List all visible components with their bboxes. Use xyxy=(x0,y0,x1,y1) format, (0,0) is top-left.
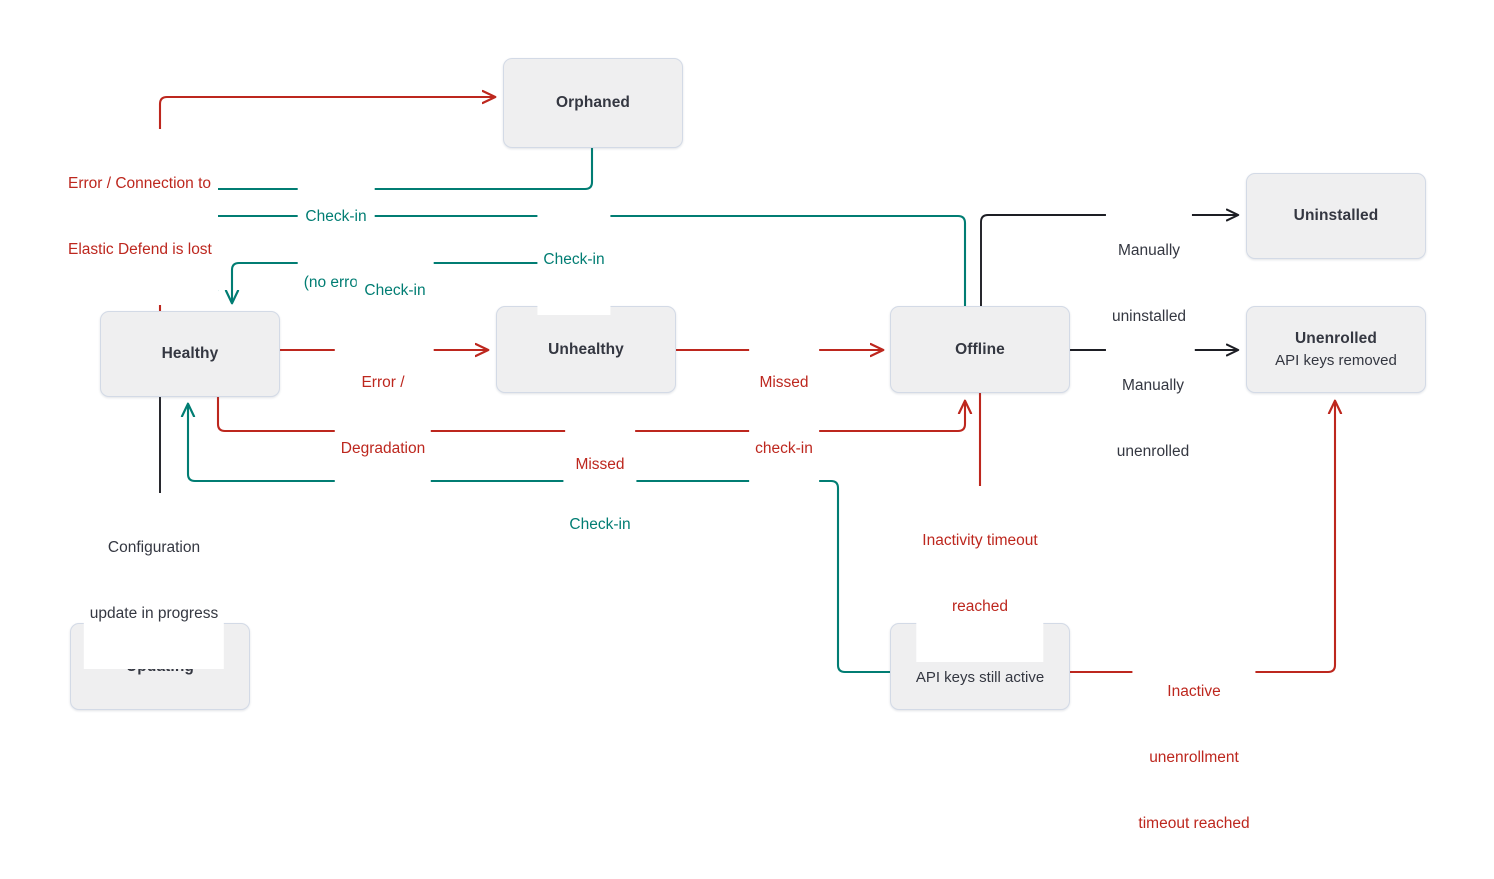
node-unenrolled[interactable]: Unenrolled API keys removed xyxy=(1246,306,1426,393)
edge-label-line-2: uninstalled xyxy=(1111,308,1187,325)
edge-inactive-to-healthy xyxy=(188,404,890,674)
edge-label-line-1: Manually xyxy=(1117,242,1181,259)
node-unenrolled-subtitle: API keys removed xyxy=(1275,351,1397,369)
edge-label-offline-to-inactive: Inactivity timeout reached xyxy=(916,486,1044,662)
edge-label-line-1: Check-in xyxy=(364,282,426,299)
node-uninstalled[interactable]: Uninstalled xyxy=(1246,173,1426,259)
edge-label-line-1: Configuration xyxy=(107,539,201,556)
node-orphaned[interactable]: Orphaned xyxy=(503,58,683,148)
edge-label-line-2: Elastic Defend is lost xyxy=(68,241,212,258)
edge-label-unhealthy-to-offline: Missed check-in xyxy=(749,328,819,504)
edge-label-line-1: Manually xyxy=(1121,377,1185,394)
edge-label-line-1: Error / Connection to xyxy=(68,175,212,192)
edge-label-line-1: Error / xyxy=(361,374,405,391)
edge-label-line-2: unenrolled xyxy=(1116,443,1190,460)
node-unhealthy-title: Unhealthy xyxy=(548,340,624,358)
node-healthy-title: Healthy xyxy=(161,345,219,363)
state-diagram-canvas: .e{fill:none;stroke-width:2.1;stroke-lin… xyxy=(62,58,1426,832)
edge-label-line-2: reached xyxy=(951,598,1008,615)
edge-label-line-3: timeout reached xyxy=(1138,815,1250,832)
edge-label-line-1: Check-in xyxy=(543,251,605,268)
edge-label-line-1: Missed xyxy=(759,374,809,391)
edge-label-line-2: unenrollment xyxy=(1149,749,1239,766)
edge-label-offline-to-unenrolled: Manually unenrolled xyxy=(1110,331,1196,507)
edge-label-line-1: Inactive xyxy=(1167,683,1221,700)
edge-inactive-to-unenrolled xyxy=(1069,401,1335,674)
edge-label-inactive-to-healthy: Check-in xyxy=(563,470,637,580)
node-orphaned-title: Orphaned xyxy=(555,94,630,112)
edge-healthy-to-orphaned xyxy=(158,97,495,311)
edge-label-line-1: Check-in xyxy=(569,516,631,533)
edge-label-line-2: Degradation xyxy=(340,440,426,457)
edge-label-line-1: Inactivity timeout xyxy=(922,532,1038,549)
edge-label-line-1: Missed xyxy=(575,456,625,473)
node-unenrolled-title: Unenrolled xyxy=(1295,329,1377,347)
edge-label-line-2: update in progress xyxy=(89,605,219,622)
node-offline[interactable]: Offline xyxy=(890,306,1070,393)
edge-label-healthy-to-updating: Configuration update in progress xyxy=(83,493,225,669)
edge-label-line-2: check-in xyxy=(755,440,813,457)
node-offline-title: Offline xyxy=(955,340,1005,358)
edge-label-line-1: Check-in xyxy=(305,208,367,225)
edge-label-inactive-to-unenrolled: Inactive unenrollment timeout reached xyxy=(1132,637,1256,879)
node-unhealthy[interactable]: Unhealthy xyxy=(496,306,676,393)
node-inactive-subtitle: API keys still active xyxy=(915,668,1045,686)
edge-label-healthy-to-unhealthy: Error / Degradation xyxy=(334,328,432,504)
edge-offline-to-uninstalled xyxy=(980,215,1238,306)
node-healthy[interactable]: Healthy xyxy=(100,311,280,397)
edge-label-healthy-to-orphaned: Error / Connection to Elastic Defend is … xyxy=(62,129,218,305)
node-uninstalled-title: Uninstalled xyxy=(1293,207,1379,225)
edge-label-offline-to-healthy: Check-in xyxy=(537,205,611,315)
